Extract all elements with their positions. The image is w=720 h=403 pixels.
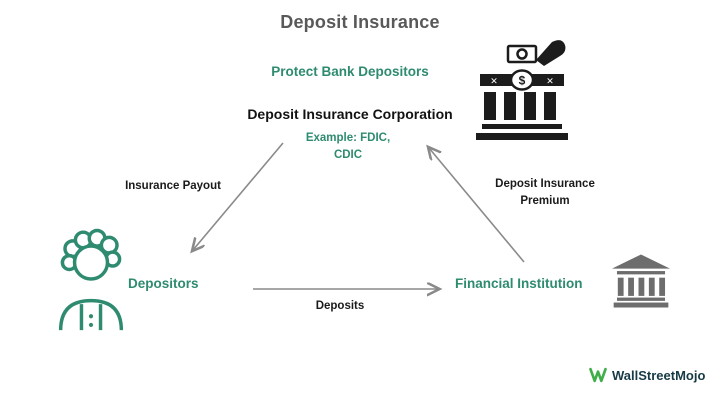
depositors-node-label: Depositors bbox=[128, 276, 199, 291]
svg-text:$: $ bbox=[519, 74, 526, 88]
bank-deposit-hand-icon: $ ✕ ✕ bbox=[476, 40, 568, 140]
premium-label-line1: Deposit Insurance bbox=[495, 178, 595, 190]
insurance-payout-label: Insurance Payout bbox=[125, 180, 221, 192]
financial-institution-node-label: Financial Institution bbox=[455, 276, 583, 291]
premium-label-line2: Premium bbox=[520, 195, 570, 207]
bank-building-icon bbox=[612, 254, 670, 308]
svg-text:✕: ✕ bbox=[490, 76, 498, 86]
diagram-subtitle: Protect Bank Depositors bbox=[271, 64, 429, 79]
deposits-label: Deposits bbox=[315, 300, 365, 312]
corporation-node-label: Deposit Insurance Corporation bbox=[247, 106, 453, 122]
corporation-example-line1: Example: FDIC, bbox=[305, 132, 391, 144]
premium-arrow bbox=[429, 148, 525, 263]
page-title: Deposit Insurance bbox=[280, 12, 440, 32]
wallstreetmojo-logo-text: WallStreetMojo bbox=[612, 367, 706, 383]
corporation-example-line2: CDIC bbox=[333, 149, 363, 161]
depositor-person-icon bbox=[58, 228, 124, 331]
corporation-example: Example: FDIC, CDIC bbox=[248, 130, 448, 164]
insurance-payout-arrow bbox=[193, 142, 284, 250]
wallstreetmojo-logo: WallStreetMojo bbox=[588, 365, 705, 385]
wallstreetmojo-logo-icon bbox=[589, 367, 607, 383]
premium-label: Deposit Insurance Premium bbox=[470, 176, 620, 210]
svg-text:✕: ✕ bbox=[546, 76, 554, 86]
